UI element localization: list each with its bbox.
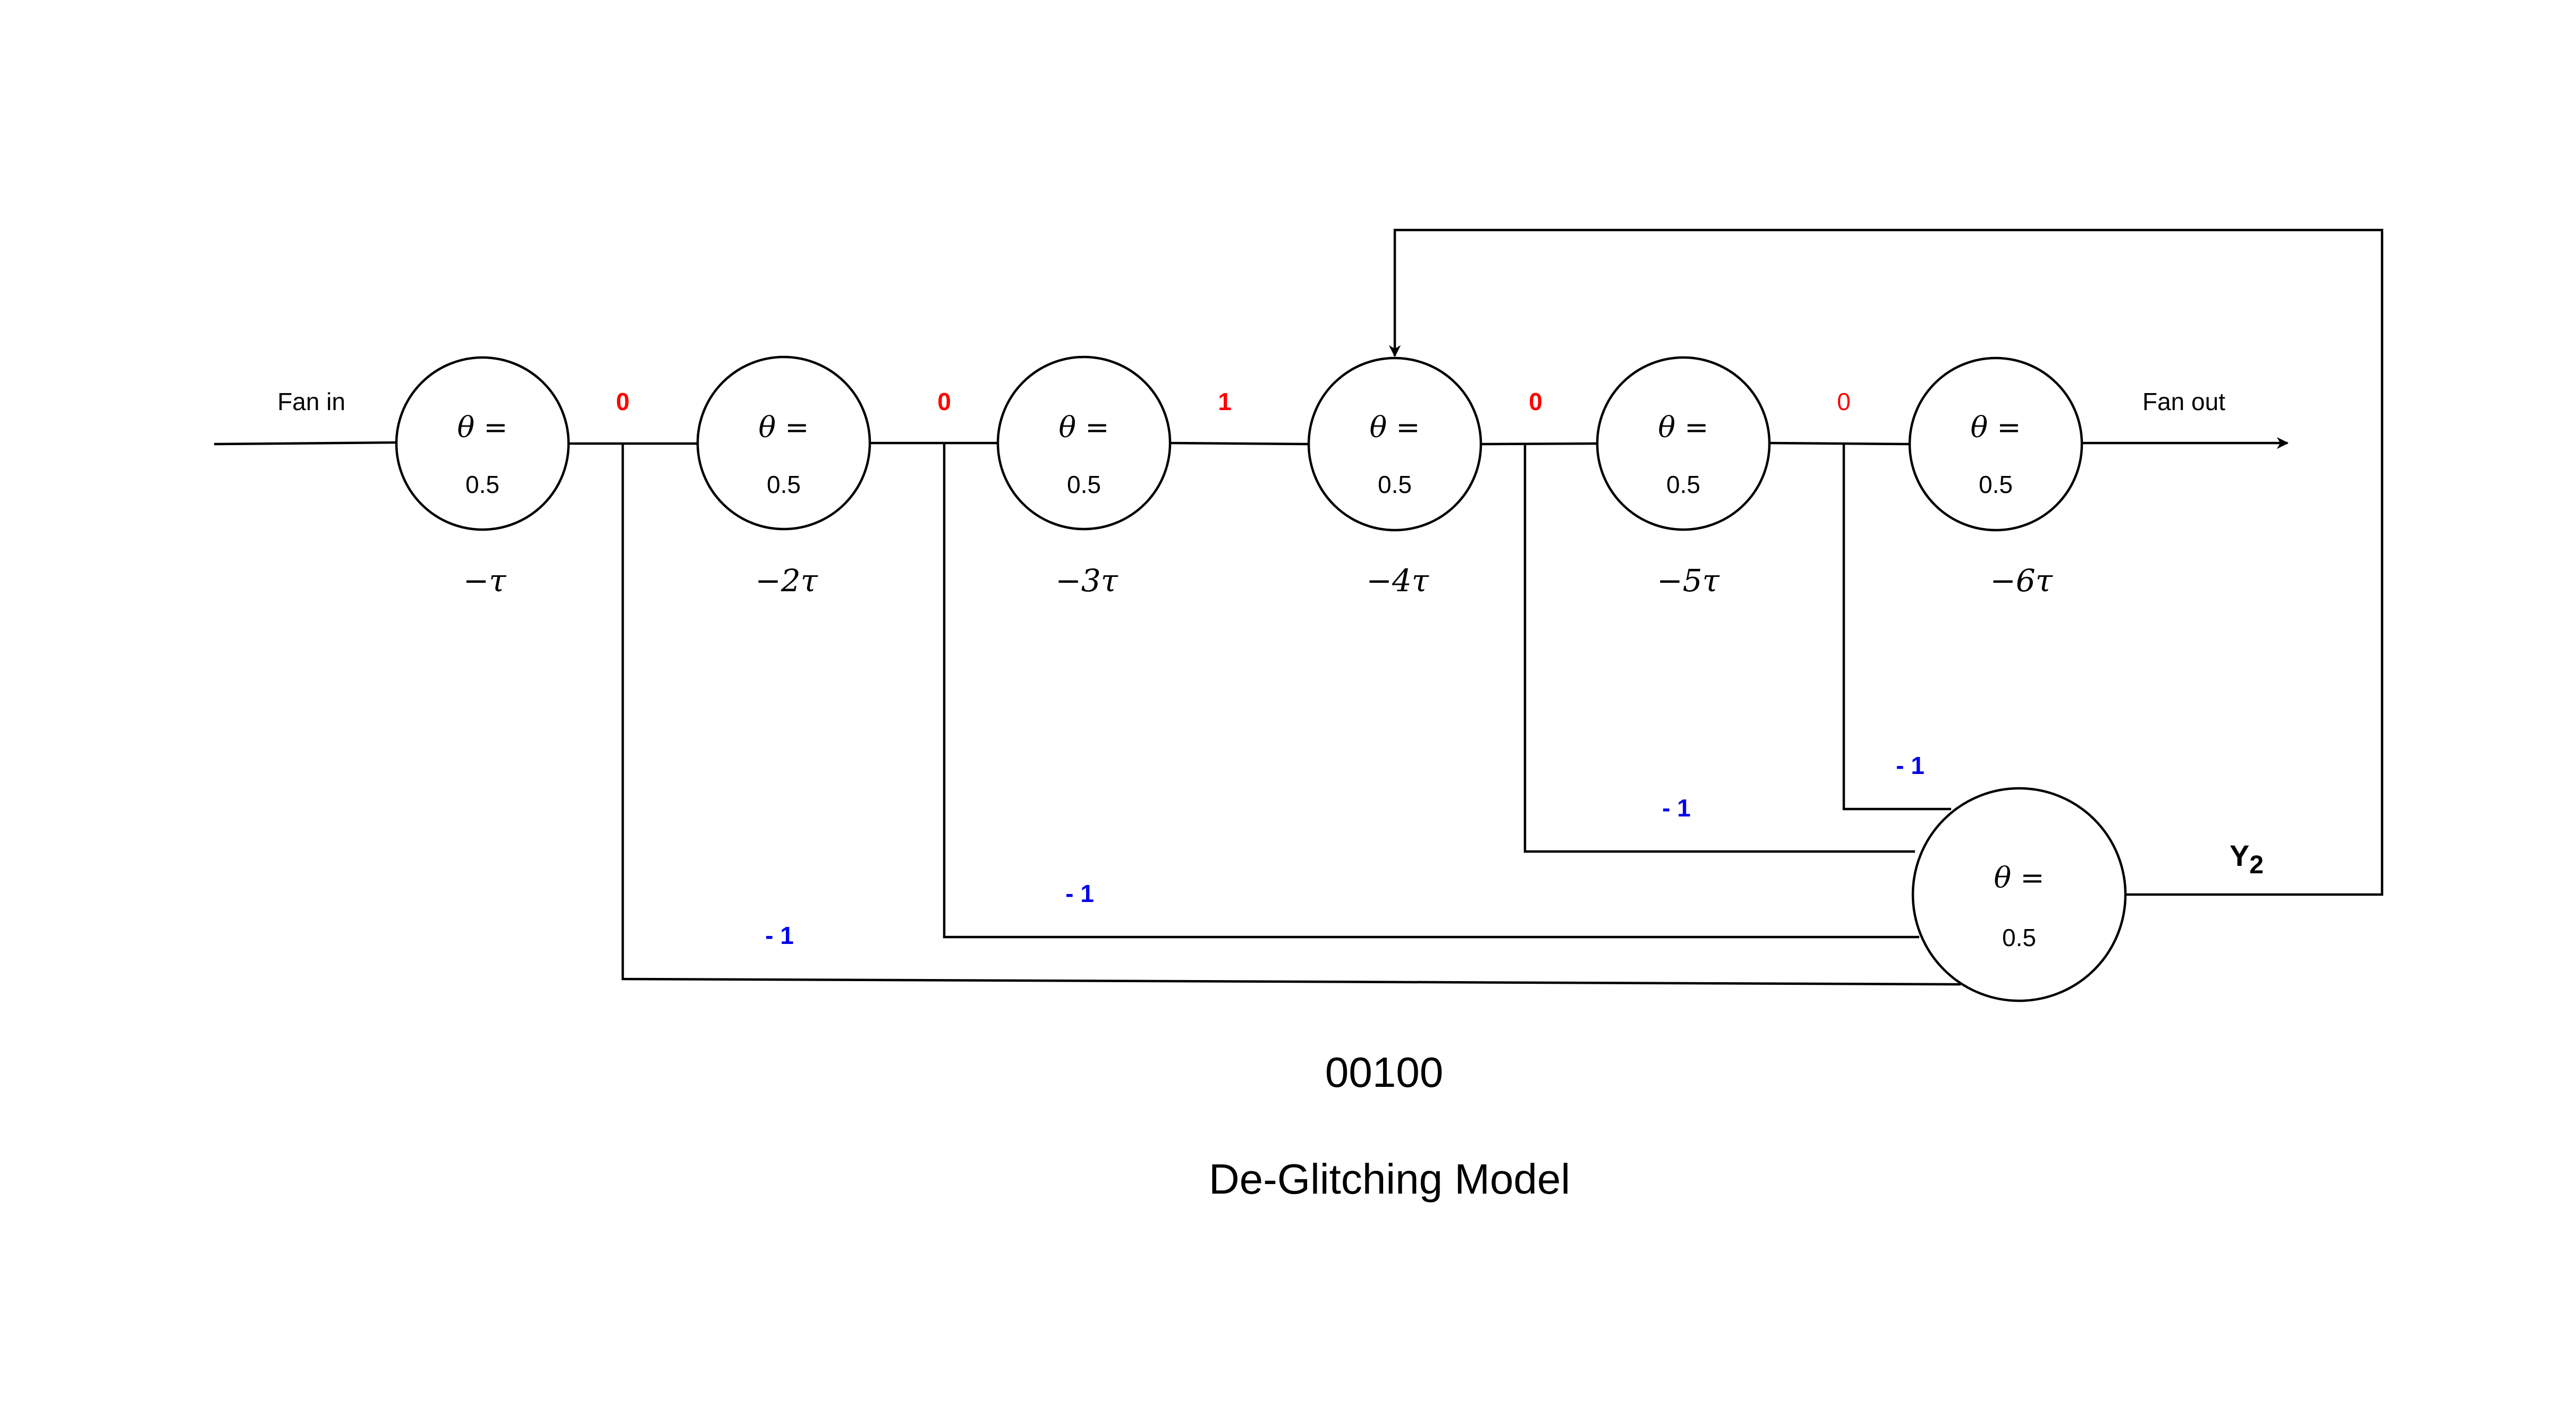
neuron-5-circle	[1596, 356, 1771, 531]
neuron-3-delay: −3τ	[1055, 563, 1118, 599]
output-neuron-theta: θ =	[1994, 861, 2045, 895]
inhibitory-weight-4: - 1	[1896, 752, 1925, 779]
neuron-4-threshold: 0.5	[1378, 471, 1412, 498]
output-neuron-circle	[1911, 787, 2127, 1002]
state-code: 00100	[1325, 1049, 1443, 1096]
inhibitory-weight-2: - 1	[1065, 880, 1094, 907]
neuron-3-theta: θ =	[1059, 411, 1109, 444]
neuron-1-theta: θ =	[457, 411, 508, 444]
link-5-6	[1769, 441, 1910, 446]
neuron-6-threshold: 0.5	[1979, 471, 2013, 498]
neuron-1-delay: −τ	[463, 563, 507, 599]
neuron-3: θ = 0.5 −3τ	[996, 355, 1172, 599]
inhibitory-line-1	[621, 444, 1961, 986]
neuron-2: θ = 0.5 −2τ	[696, 355, 871, 599]
neuron-4-delay: −4τ	[1366, 563, 1429, 599]
neuron-2-delay: −2τ	[755, 563, 818, 599]
chain-weight-2: 0	[937, 388, 951, 415]
chain-weight-5: 0	[1837, 388, 1851, 415]
neuron-1-threshold: 0.5	[465, 471, 499, 498]
inhibitory-weight-1: - 1	[765, 922, 794, 949]
inhibitory-line-3	[1523, 444, 1915, 853]
neuron-5-delay: −5τ	[1657, 563, 1719, 599]
inhibitory-weight-3: - 1	[1662, 794, 1691, 822]
link-3-4	[1170, 441, 1309, 446]
neuron-4-theta: θ =	[1370, 411, 1420, 444]
neuron-4: θ = 0.5 −4τ	[1307, 356, 1482, 599]
neuron-4-circle	[1307, 356, 1482, 532]
diagram-title: De-Glitching Model	[1209, 1155, 1570, 1203]
chain-weight-1: 0	[616, 388, 630, 415]
fan-in-line	[214, 441, 397, 446]
neuron-2-circle	[696, 355, 871, 531]
neuron-6-theta: θ =	[1971, 411, 2021, 444]
inhibitory-line-4	[1842, 444, 1951, 811]
neuron-3-threshold: 0.5	[1067, 471, 1101, 498]
neuron-2-threshold: 0.5	[767, 471, 801, 498]
inhibitory-line-2	[943, 443, 1919, 939]
output-label: Y2	[2230, 839, 2264, 879]
chain-weight-4: 0	[1529, 388, 1543, 415]
neuron-6: θ = 0.5 −6τ	[1908, 356, 2083, 599]
neuron-1-circle	[395, 356, 570, 531]
output-neuron-threshold: 0.5	[2002, 924, 2036, 951]
neuron-5: θ = 0.5 −5τ	[1596, 356, 1771, 599]
neuron-6-circle	[1908, 356, 2083, 532]
neuron-5-theta: θ =	[1658, 411, 1709, 444]
neuron-6-delay: −6τ	[1990, 563, 2053, 599]
neuron-2-theta: θ =	[759, 411, 809, 444]
output-neuron: θ = 0.5	[1911, 787, 2127, 1002]
neuron-3-circle	[996, 355, 1172, 531]
fan-in-label: Fan in	[277, 388, 345, 415]
chain-weight-3: 1	[1218, 388, 1232, 415]
fan-out-label: Fan out	[2142, 388, 2225, 415]
neuron-5-threshold: 0.5	[1666, 471, 1700, 498]
neuron-1: θ = 0.5 −τ	[395, 356, 570, 599]
feedback-line	[1388, 228, 2384, 896]
